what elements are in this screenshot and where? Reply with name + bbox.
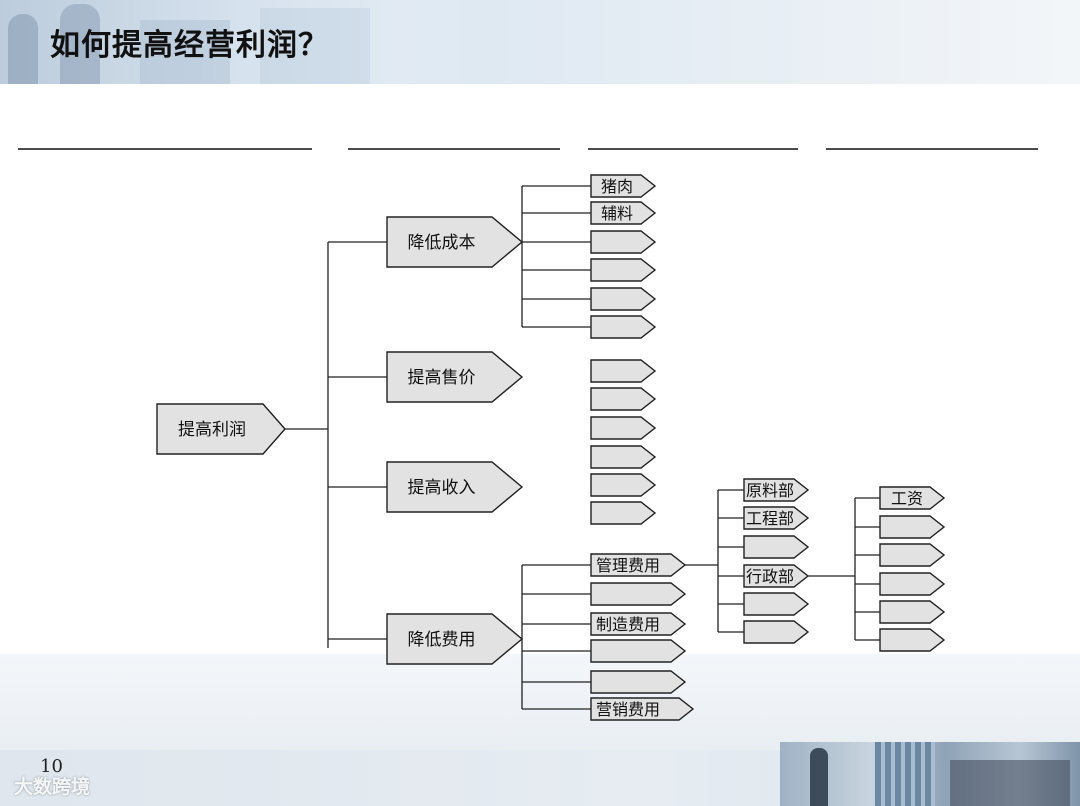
department-node: [743, 620, 810, 644]
expense-leaf-node-label: 管理费用: [596, 556, 660, 575]
price-leaf-node: [590, 387, 657, 411]
footer-photo: [780, 742, 1080, 806]
expense-leaf-node: [590, 582, 687, 606]
price-leaf-node: [590, 473, 657, 497]
cost-leaf-node: [590, 287, 657, 311]
cost-leaf-node-label: 辅料: [601, 204, 633, 223]
header-photo-figure: [8, 14, 38, 84]
cost-leaf-node: [590, 258, 657, 282]
admin-leaf-node: [879, 486, 946, 510]
page-number: 10: [40, 756, 63, 777]
footer-photo-building: [875, 742, 935, 806]
cost-leaf-node: [590, 315, 657, 339]
department-node-label: 行政部: [746, 567, 794, 586]
price-leaf-node: [590, 501, 657, 525]
price-leaf-node: [590, 359, 657, 383]
header-bar: 如何提高经营利润？: [0, 0, 1080, 84]
footer-photo-person: [810, 748, 828, 806]
expense-leaf-node: [590, 612, 687, 636]
level1-node: [386, 613, 524, 665]
expense-leaf-node: [590, 553, 687, 577]
admin-leaf-node: [879, 628, 946, 652]
department-node: [743, 478, 810, 502]
root-node: [156, 403, 286, 455]
admin-leaf-node: [879, 515, 946, 539]
level1-node: [386, 216, 524, 268]
admin-leaf-node-label: 工资: [891, 489, 923, 508]
header-photo-figure: [60, 4, 100, 84]
department-node-label: 工程部: [746, 509, 794, 528]
price-leaf-node: [590, 445, 657, 469]
level1-node-label: 降低成本: [408, 233, 476, 253]
page-title: 如何提高经营利润？: [50, 28, 329, 63]
department-node: [743, 535, 810, 559]
admin-leaf-node: [879, 543, 946, 567]
level1-node: [386, 461, 524, 513]
expense-leaf-node-label: 营销费用: [596, 700, 660, 719]
bottom-band: [0, 654, 1080, 750]
header-photo: [0, 0, 395, 84]
header-photo-figure: [140, 20, 230, 84]
level1-node-label: 降低费用: [408, 630, 476, 650]
department-node: [743, 564, 810, 588]
admin-leaf-node: [879, 572, 946, 596]
department-node: [743, 592, 810, 616]
expense-leaf-node: [590, 670, 687, 694]
header-photo-figure: [260, 8, 370, 84]
level1-node-label: 提高收入: [408, 478, 476, 498]
expense-leaf-node: [590, 639, 687, 663]
admin-leaf-node: [879, 600, 946, 624]
footer-photo-meeting: [950, 760, 1070, 806]
expense-leaf-node-label: 制造费用: [596, 615, 660, 634]
expense-leaf-node: [590, 697, 695, 721]
department-node-label: 原料部: [746, 481, 794, 500]
cost-leaf-node: [590, 201, 657, 225]
root-node-label: 提高利润: [178, 420, 246, 440]
level1-node: [386, 351, 524, 403]
level1-node-label: 提高售价: [408, 368, 476, 388]
cost-leaf-node-label: 猪肉: [601, 177, 633, 196]
cost-leaf-node: [590, 174, 657, 198]
cost-leaf-node: [590, 230, 657, 254]
department-node: [743, 506, 810, 530]
watermark: 大数跨境: [14, 776, 91, 798]
price-leaf-node: [590, 416, 657, 440]
